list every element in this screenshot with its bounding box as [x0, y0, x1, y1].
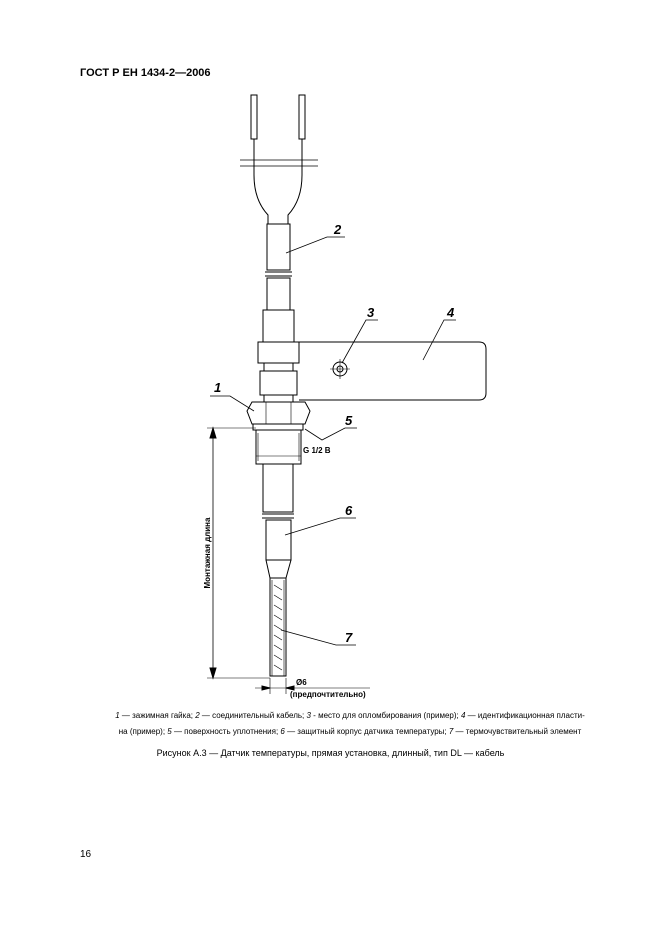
- legend-num: 6: [280, 727, 285, 736]
- thread-body: [255, 429, 302, 465]
- diameter-label: Ø6: [296, 678, 307, 687]
- thread-label: G 1/2 B: [303, 446, 331, 455]
- legend-text: — зажимная гайка;: [119, 711, 196, 720]
- fitting-upper: [262, 309, 295, 343]
- callout-2: 2: [333, 222, 342, 237]
- callout-4: 4: [446, 305, 455, 320]
- callout-5: 5: [345, 413, 353, 428]
- legend-text: — термочувствительный элемент: [453, 727, 582, 736]
- callout-3: 3: [367, 305, 375, 320]
- legend-text: на (пример);: [118, 727, 168, 736]
- dimension-label: Монтажная длина: [203, 517, 212, 589]
- sealing-surface: [252, 423, 304, 431]
- diameter-note: (предпочтительно): [290, 690, 366, 699]
- legend-num: 7: [448, 727, 454, 736]
- legend-text: — идентификационная пласти-: [465, 711, 585, 720]
- page-number: 16: [80, 849, 92, 860]
- figure-legend: 1 — зажимная гайка; 2 — соединительный к…: [80, 708, 620, 740]
- housing-lower: [265, 519, 292, 561]
- cable-funnel: [253, 174, 303, 224]
- housing-taper: [265, 559, 292, 579]
- fitting-collar: [257, 341, 300, 364]
- sensing-element: [269, 577, 287, 677]
- clamping-nut: [246, 401, 311, 425]
- cable: [266, 223, 291, 271]
- fitting-ring: [259, 370, 298, 396]
- legend-text: — защитный корпус датчика температуры;: [284, 727, 449, 736]
- callout-7: 7: [345, 630, 353, 645]
- identification-plate: [299, 341, 487, 401]
- legend-num: 1: [115, 711, 120, 720]
- wire-end-left: [250, 94, 258, 140]
- cable-lower: [266, 277, 291, 311]
- wire-end-right: [298, 94, 306, 140]
- callout-1: 1: [214, 380, 221, 395]
- legend-num: 3: [306, 711, 311, 720]
- legend-text: — соединительный кабель;: [199, 711, 307, 720]
- housing: [262, 463, 294, 513]
- legend-text: - место для опломбирования (пример);: [310, 711, 461, 720]
- figure-caption: Рисунок А.3 — Датчик температуры, прямая…: [156, 748, 505, 758]
- callout-6: 6: [345, 503, 353, 518]
- legend-text: — поверхность уплотнения;: [171, 727, 281, 736]
- legend-num: 4: [460, 711, 466, 720]
- legend-num: 2: [195, 711, 200, 720]
- legend-num: 5: [167, 727, 172, 736]
- document-header: ГОСТ Р ЕН 1434-2—2006: [80, 67, 211, 79]
